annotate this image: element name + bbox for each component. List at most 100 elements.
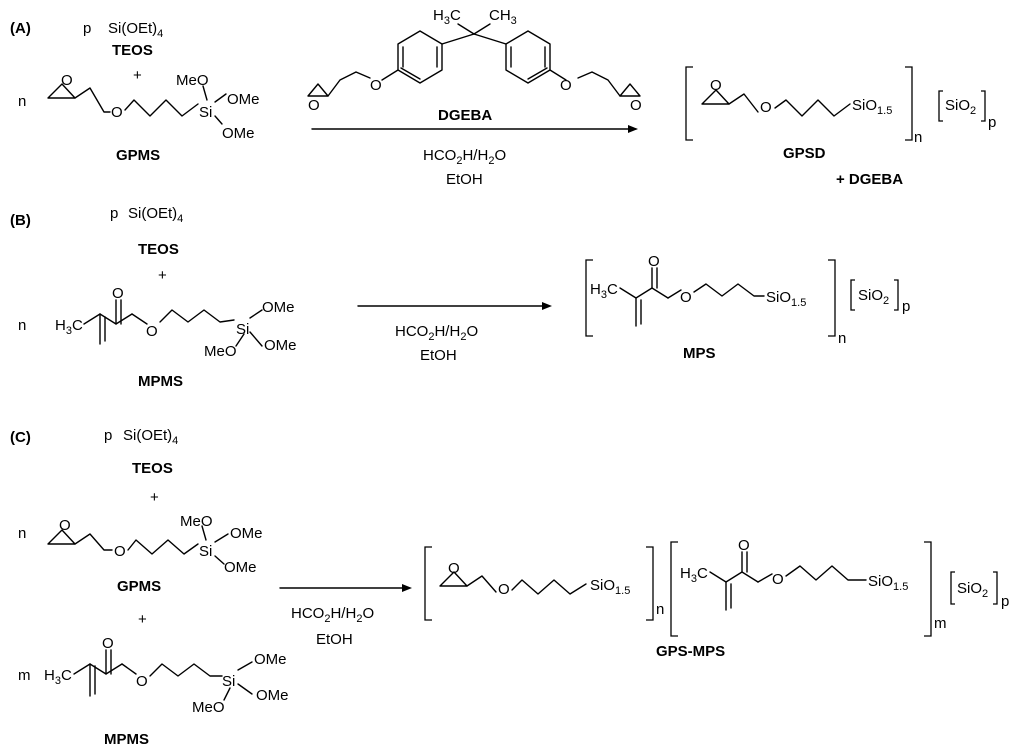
methyl-group: H3C bbox=[44, 667, 72, 687]
carbonyl-oxygen: O bbox=[112, 285, 124, 302]
product-silsesquioxane-2: SiO1.5 bbox=[868, 573, 908, 593]
teos-name: TEOS bbox=[112, 42, 153, 59]
teos-coefficient: p bbox=[104, 427, 112, 444]
panel-c-label: (C) bbox=[10, 429, 31, 446]
product-p: p bbox=[1001, 593, 1009, 610]
bracket-right bbox=[828, 259, 836, 337]
ether-oxygen: O bbox=[114, 543, 126, 560]
mpms-name: MPMS bbox=[138, 373, 183, 390]
reagent-acid-water: HCO2H/H2O bbox=[395, 323, 478, 343]
dgeba-oxygen-right: O bbox=[560, 77, 572, 94]
teos-formula: Si(OEt)4 bbox=[108, 20, 163, 40]
gpms-coefficient: n bbox=[18, 525, 26, 542]
methoxy-1: MeO bbox=[176, 72, 209, 89]
bracket-right bbox=[905, 66, 913, 141]
gpms-name: GPMS bbox=[117, 578, 161, 595]
bracket-right-1 bbox=[646, 546, 654, 621]
teos-name: TEOS bbox=[132, 460, 173, 477]
product-carbonyl-oxygen: O bbox=[648, 253, 660, 270]
ether-oxygen: O bbox=[111, 104, 123, 121]
product-silsesquioxane: SiO1.5 bbox=[852, 97, 892, 117]
methoxy-2: OMe bbox=[230, 525, 263, 542]
panel-a-label: (A) bbox=[10, 20, 31, 37]
reagent-solvent: EtOH bbox=[316, 631, 353, 648]
reagent-acid-water: HCO2H/H2O bbox=[423, 147, 506, 167]
methoxy-1: MeO bbox=[180, 513, 213, 530]
mpms-coefficient: m bbox=[18, 667, 31, 684]
ester-oxygen: O bbox=[146, 323, 158, 340]
ester-oxygen: O bbox=[136, 673, 148, 690]
reaction-arrow-c bbox=[279, 584, 412, 592]
mpms-name: MPMS bbox=[104, 731, 149, 748]
epoxide-ring bbox=[47, 83, 76, 99]
carbonyl-oxygen: O bbox=[102, 635, 114, 652]
gpms-coefficient: n bbox=[18, 93, 26, 110]
methoxy-3: MeO bbox=[204, 343, 237, 360]
panel-c: (C) p Si(OEt)4 TEOS + n O O Si MeO OMe O… bbox=[10, 427, 1009, 748]
silicon-atom: Si bbox=[199, 543, 212, 560]
product-silsesquioxane-1: SiO1.5 bbox=[590, 577, 630, 597]
panel-b: (B) p Si(OEt)4 TEOS + n H3C O O Si OMe O… bbox=[10, 205, 910, 390]
product-m: m bbox=[934, 615, 947, 632]
product-n: n bbox=[656, 601, 664, 618]
product-ether-oxygen: O bbox=[760, 99, 772, 116]
dgeba-methyl-right: CH3 bbox=[489, 7, 517, 27]
product-methyl: H3C bbox=[590, 281, 618, 301]
product-name-gps-mps: GPS-MPS bbox=[656, 643, 725, 660]
product-ester-oxygen: O bbox=[772, 571, 784, 588]
product-n: n bbox=[914, 129, 922, 146]
dgeba-structure bbox=[307, 23, 641, 97]
silica-unit: SiO2 bbox=[957, 580, 988, 600]
dgeba-methyl-left: H3C bbox=[433, 7, 461, 27]
epoxide-left bbox=[307, 83, 329, 97]
plus-sign-2: + bbox=[138, 611, 147, 628]
product-name-mps: MPS bbox=[683, 345, 716, 362]
reagent-solvent: EtOH bbox=[420, 347, 457, 364]
bracket-left bbox=[685, 66, 693, 141]
silicon-atom: Si bbox=[222, 673, 235, 690]
gpms-structure bbox=[47, 83, 227, 125]
mpms-structure bbox=[83, 299, 263, 347]
reaction-arrow-a bbox=[311, 125, 638, 133]
methoxy-4: OMe bbox=[254, 651, 287, 668]
product-p: p bbox=[988, 114, 996, 131]
gpms-name: GPMS bbox=[116, 147, 160, 164]
product-ester-oxygen: O bbox=[680, 289, 692, 306]
dgeba-oxygen-left: O bbox=[370, 77, 382, 94]
plus-dgeba: + DGEBA bbox=[836, 171, 903, 188]
methoxy-2: OMe bbox=[227, 91, 260, 108]
plus-sign-1: + bbox=[150, 489, 159, 506]
bracket-right-2 bbox=[924, 541, 932, 637]
mpms-structure bbox=[73, 649, 253, 701]
methoxy-6: MeO bbox=[192, 699, 225, 716]
gpsd-repeat-unit bbox=[701, 89, 851, 117]
silicon-atom: Si bbox=[199, 104, 212, 121]
gpms-structure bbox=[47, 525, 229, 565]
bracket-left-1 bbox=[424, 546, 432, 621]
teos-name: TEOS bbox=[138, 241, 179, 258]
silicon-atom: Si bbox=[236, 321, 249, 338]
teos-coefficient: p bbox=[110, 205, 118, 222]
methoxy-1: OMe bbox=[262, 299, 295, 316]
silica-unit: SiO2 bbox=[945, 97, 976, 117]
product-epoxide-oxygen: O bbox=[710, 77, 722, 94]
product-carbonyl-oxygen: O bbox=[738, 537, 750, 554]
methoxy-5: OMe bbox=[256, 687, 289, 704]
reagent-solvent: EtOH bbox=[446, 171, 483, 188]
mps-repeat-unit bbox=[619, 267, 765, 327]
epoxide-oxygen: O bbox=[61, 72, 73, 89]
reagent-acid-water: HCO2H/H2O bbox=[291, 605, 374, 625]
product-methyl: H3C bbox=[680, 565, 708, 585]
teos-coefficient: p bbox=[83, 20, 91, 37]
dgeba-epoxide-oxygen-left: O bbox=[308, 97, 320, 114]
panel-a: (A) p Si(OEt)4 TEOS + n O O Si MeO OMe O… bbox=[10, 7, 996, 188]
methoxy-2: OMe bbox=[264, 337, 297, 354]
methoxy-3: OMe bbox=[224, 559, 257, 576]
methoxy-3: OMe bbox=[222, 125, 255, 142]
gps-repeat-unit bbox=[439, 571, 587, 595]
plus-sign: + bbox=[158, 267, 167, 284]
product-p: p bbox=[902, 298, 910, 315]
dgeba-epoxide-oxygen-right: O bbox=[630, 97, 642, 114]
epoxide-right bbox=[619, 83, 641, 97]
